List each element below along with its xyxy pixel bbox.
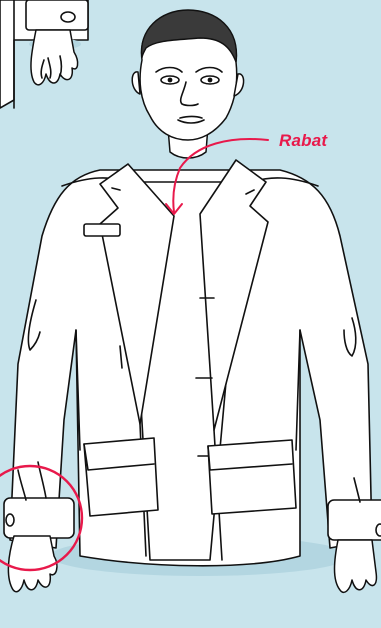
left-cuff-button: [6, 514, 14, 526]
right-cuff: [328, 500, 381, 540]
chest-pocket: [84, 224, 120, 236]
jacket-body: [4, 170, 381, 566]
head: [132, 10, 243, 158]
lapel-callout-label: Rabat: [279, 131, 327, 151]
inset-sleeve-detail: [0, 0, 88, 108]
right-pocket: [208, 440, 296, 514]
inset-cuff-button: [61, 12, 75, 22]
right-cuff-button: [376, 524, 381, 536]
left-pocket: [84, 438, 158, 516]
